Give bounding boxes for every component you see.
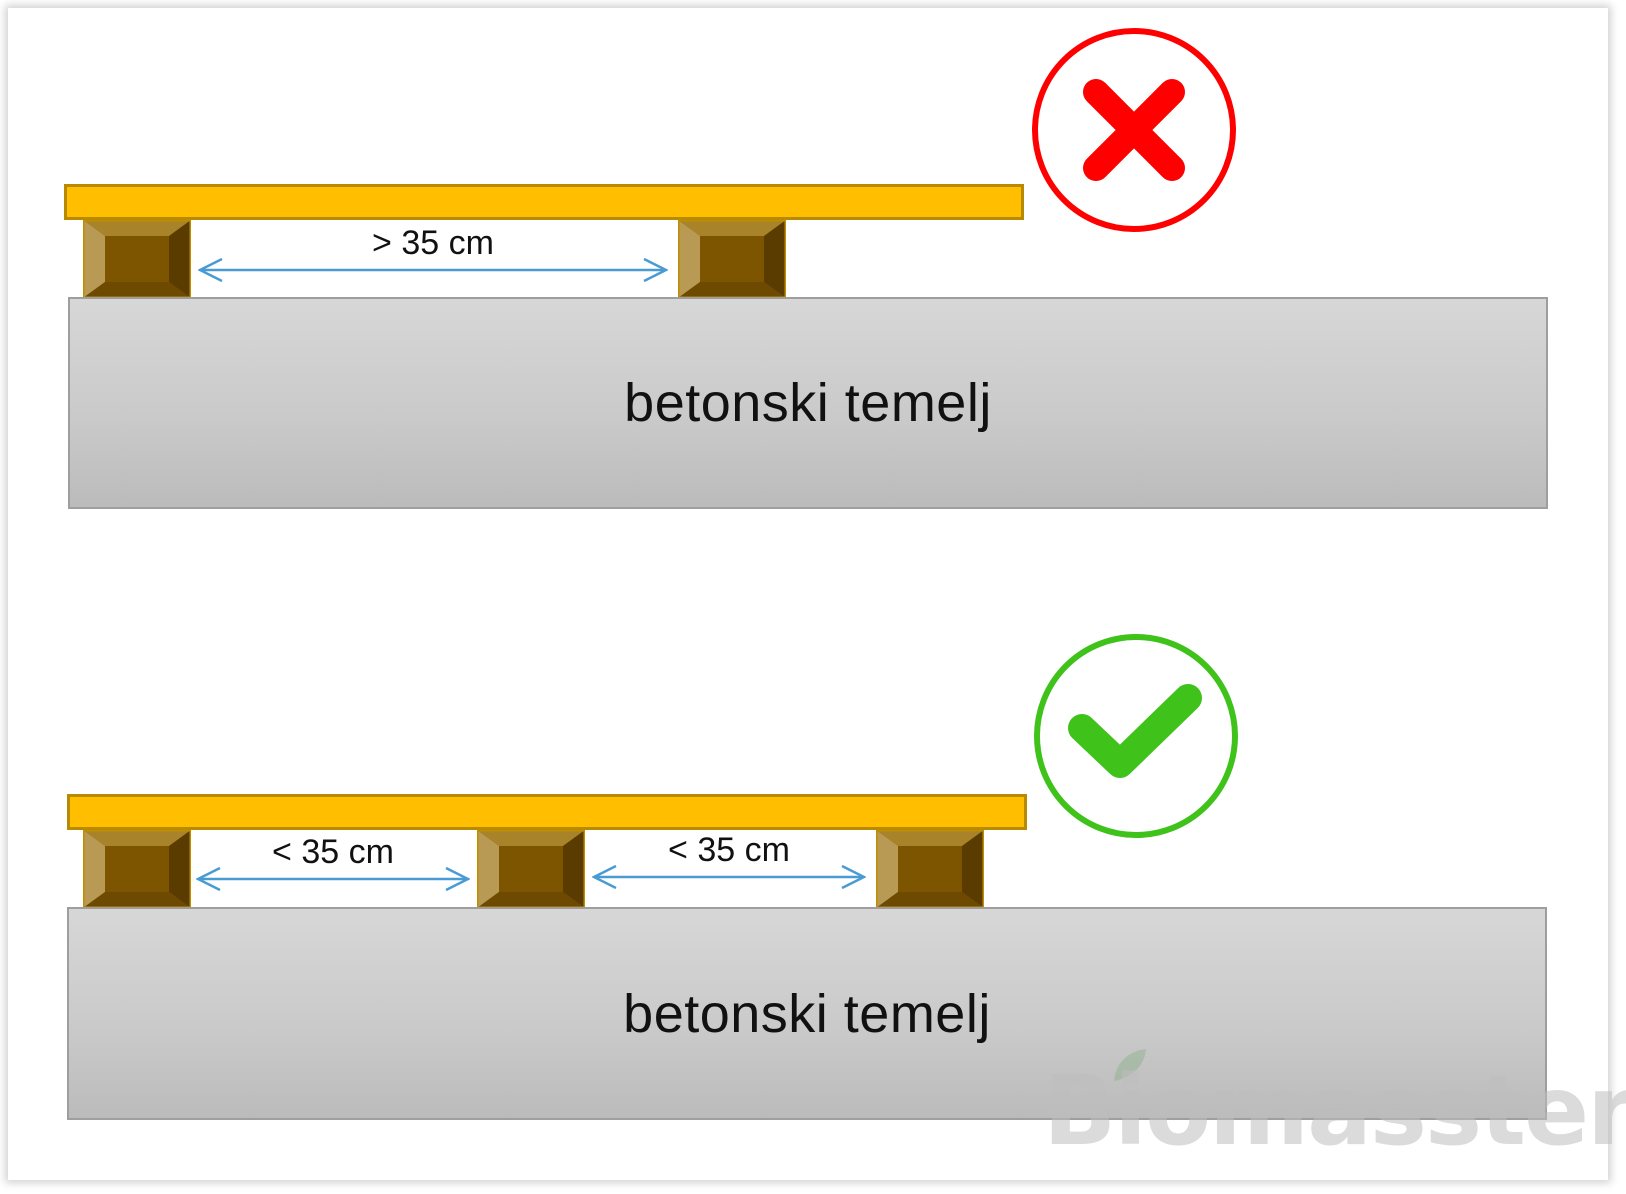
cross-icon	[1030, 26, 1238, 234]
deck-board	[67, 794, 1027, 830]
foundation-label: betonski temelj	[624, 373, 992, 433]
watermark-logo: Biomasster	[1043, 1055, 1626, 1167]
foundation-label: betonski temelj	[623, 983, 991, 1044]
leaf-icon	[1114, 1049, 1146, 1081]
gap-label: < 35 cm	[272, 833, 394, 871]
support-block	[83, 220, 191, 298]
gap-dimension: < 35 cm	[196, 833, 470, 893]
correct-spacing-panel: < 35 cm < 35 cm betonski temelj	[0, 0, 1626, 1120]
concrete-foundation: betonski temelj	[68, 297, 1548, 509]
gap-label: > 35 cm	[372, 224, 494, 262]
concrete-foundation: betonski temelj	[67, 907, 1547, 1120]
double-arrow-icon	[196, 867, 470, 891]
double-arrow-icon	[198, 258, 668, 282]
support-block	[83, 830, 191, 908]
incorrect-spacing-panel: > 35 cm betonski temelj	[0, 0, 1626, 560]
double-arrow-icon	[592, 865, 866, 889]
support-block	[477, 830, 585, 908]
check-icon	[1032, 632, 1240, 840]
deck-board	[64, 184, 1024, 220]
gap-dimension: < 35 cm	[592, 831, 866, 891]
gap-label: < 35 cm	[668, 831, 790, 869]
support-block	[876, 830, 984, 908]
gap-dimension: > 35 cm	[198, 224, 668, 284]
support-block	[678, 220, 786, 298]
